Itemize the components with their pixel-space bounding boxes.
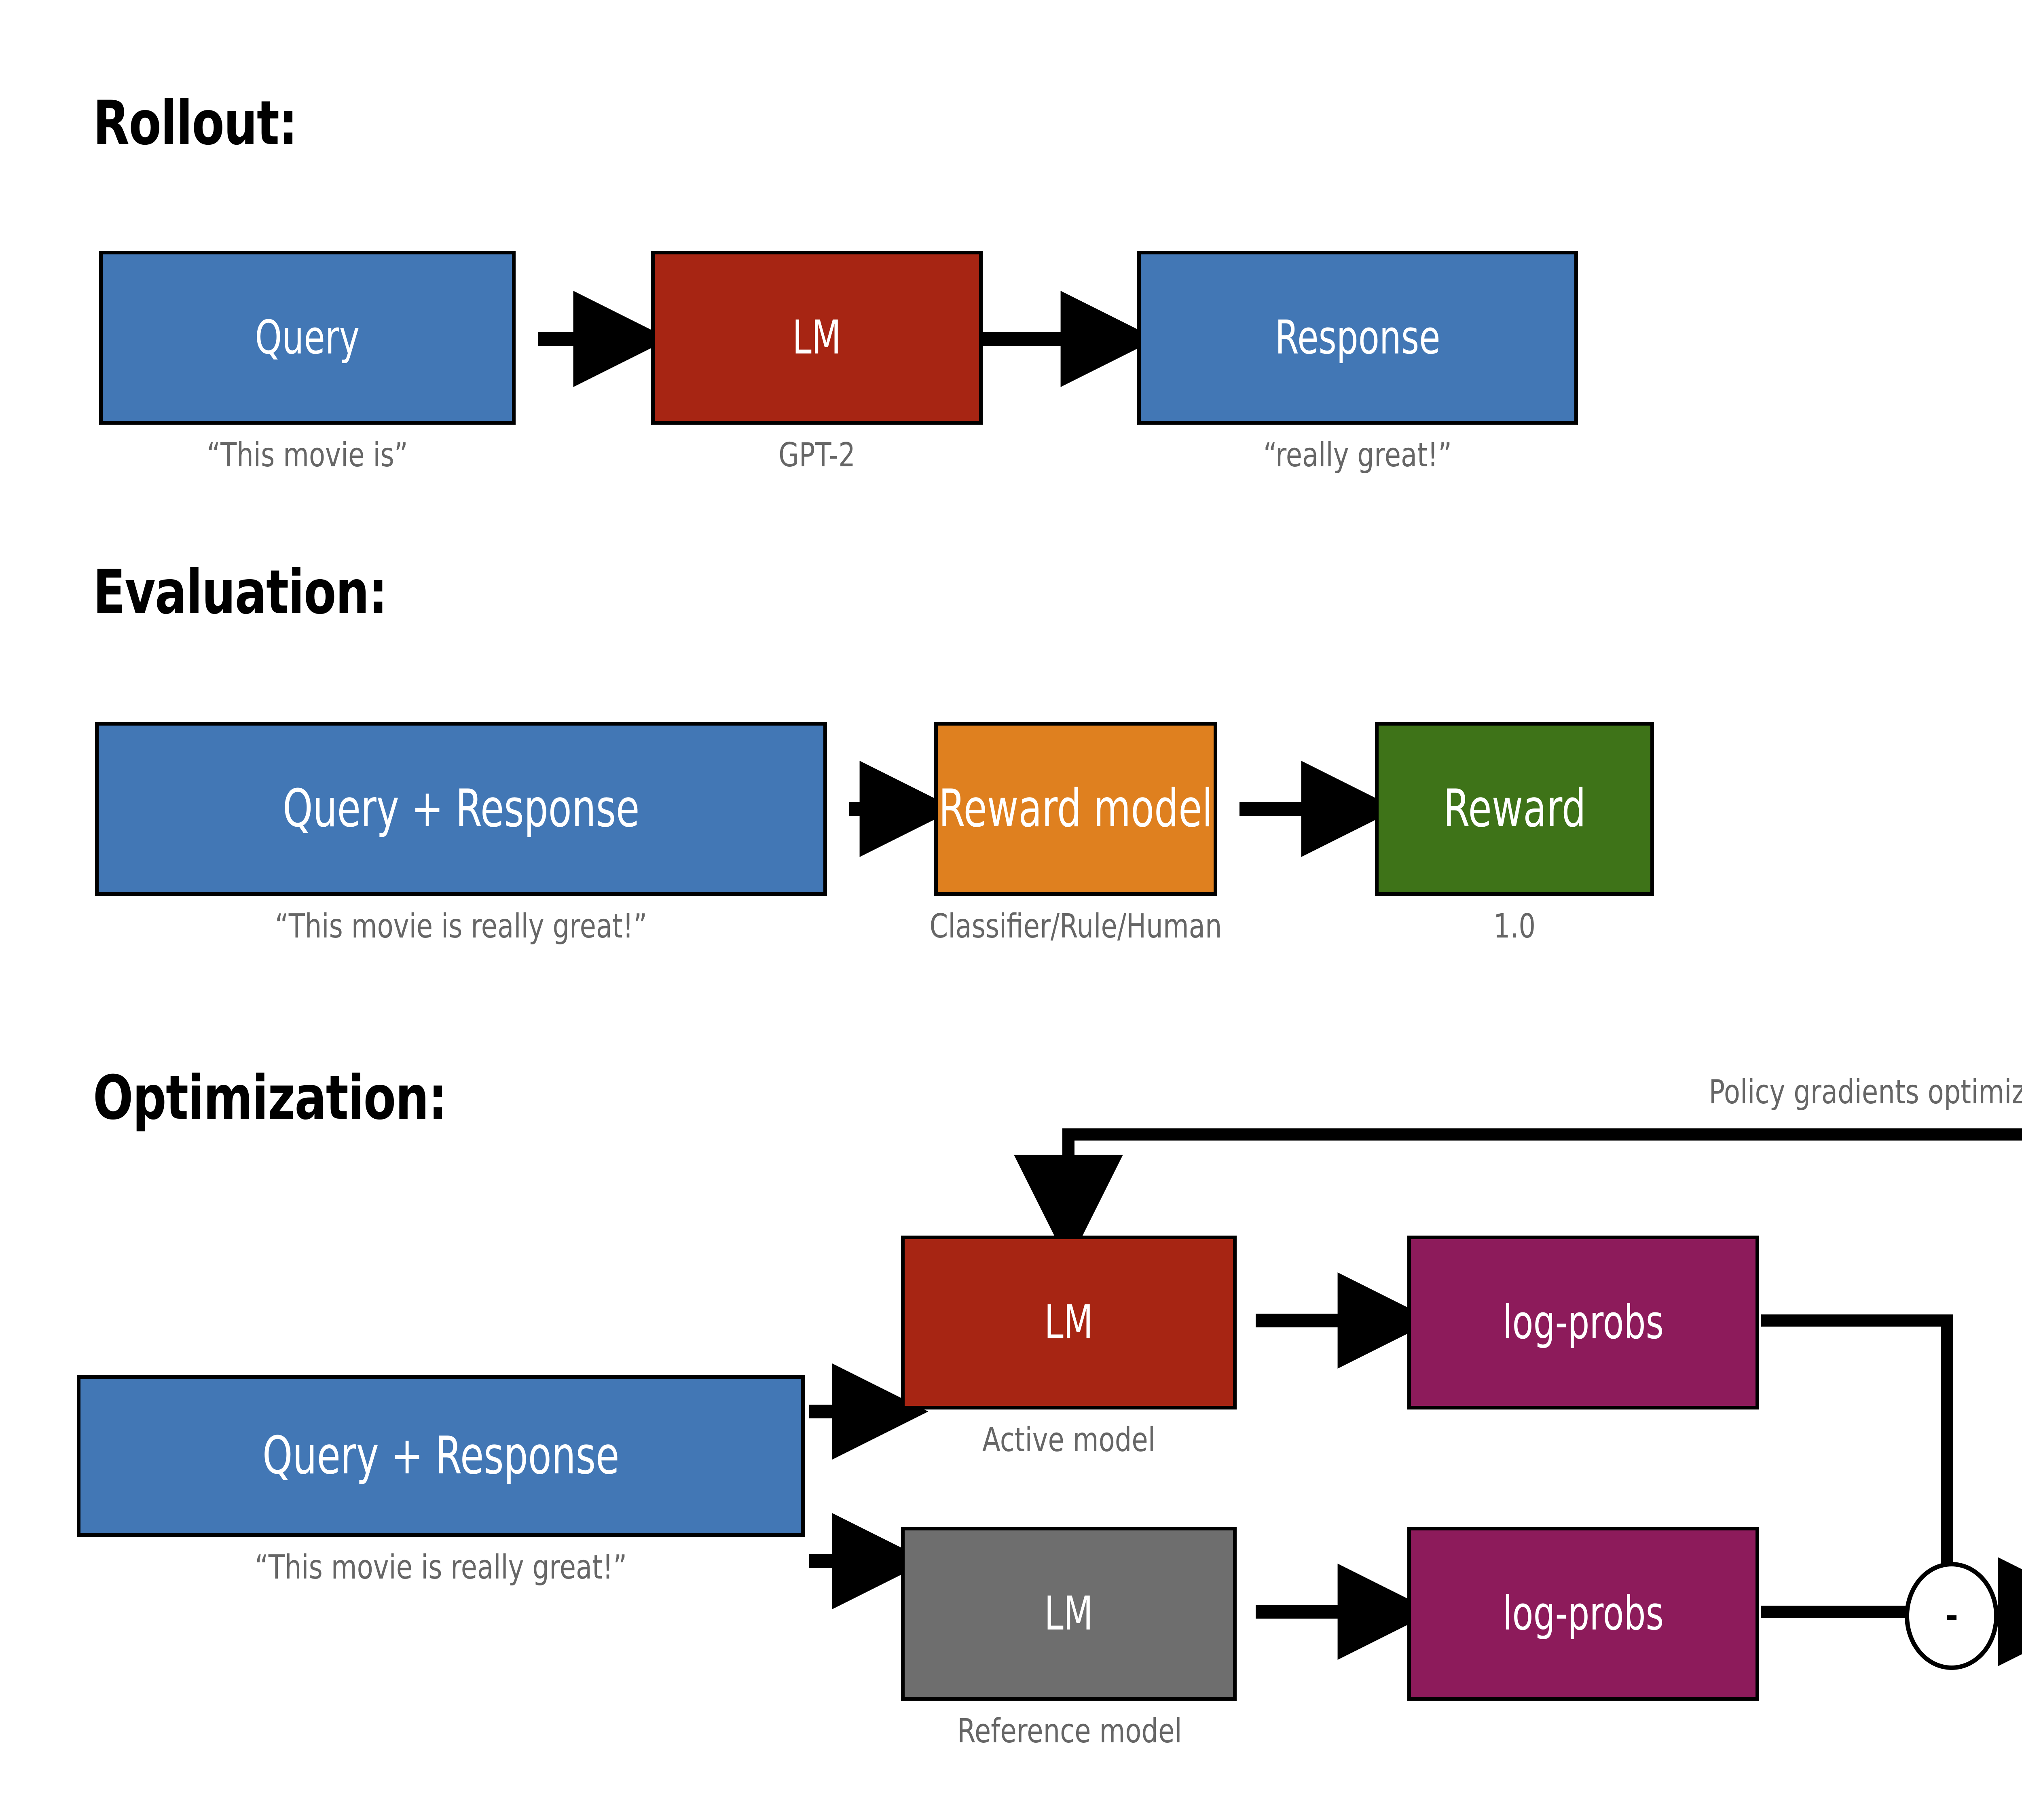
optimization-box-logprobs-active-label: log-probs (1502, 1295, 1664, 1350)
evaluation-caption-reward: 1.0 (1493, 907, 1536, 946)
evaluation-box-reward-model-label: Reward model (939, 779, 1213, 839)
optimization-box-active-model[interactable]: LM (901, 1236, 1237, 1409)
optimization-caption-query-response: “This movie is really great!” (254, 1548, 627, 1587)
section-title-optimization: Optimization: (93, 1063, 447, 1133)
rollout-caption-lm: GPT-2 (778, 436, 855, 474)
rollout-box-lm[interactable]: LM (651, 251, 983, 425)
optimization-box-logprobs-reference-label: log-probs (1502, 1586, 1664, 1641)
optimization-box-reference-model[interactable]: LM (901, 1527, 1237, 1701)
optimization-caption-reference-model: Reference model (957, 1712, 1182, 1750)
rollout-caption-response: “really great!” (1263, 436, 1452, 474)
optimization-box-logprobs-reference[interactable]: log-probs (1407, 1527, 1759, 1701)
evaluation-box-reward-label: Reward (1443, 779, 1586, 839)
rollout-box-lm-label: LM (792, 310, 842, 365)
optimization-box-query-response[interactable]: Query + Response (77, 1375, 805, 1537)
optimization-box-query-response-label: Query + Response (262, 1426, 620, 1486)
evaluation-box-query-response[interactable]: Query + Response (95, 722, 827, 896)
evaluation-box-reward[interactable]: Reward (1375, 722, 1654, 896)
evaluation-caption-reward-model: Classifier/Rule/Human (929, 907, 1222, 946)
optimization-wire-logprobs-top-to-subtract (1761, 1314, 1953, 1569)
rollout-box-query-label: Query (255, 310, 360, 365)
rollout-box-query[interactable]: Query (99, 251, 516, 425)
optimization-caption-active-model: Active model (982, 1421, 1156, 1459)
evaluation-box-query-response-label: Query + Response (282, 779, 640, 839)
section-title-evaluation: Evaluation: (93, 557, 387, 628)
rollout-box-response[interactable]: Response (1137, 251, 1578, 425)
optimization-box-active-model-label: LM (1044, 1295, 1093, 1350)
evaluation-box-reward-model[interactable]: Reward model (934, 722, 1217, 896)
rollout-caption-query: “This movie is” (207, 436, 408, 474)
optimization-box-logprobs-active[interactable]: log-probs (1407, 1236, 1759, 1409)
section-title-rollout: Rollout: (93, 88, 298, 159)
optimization-subtract-symbol: - (1945, 1598, 1959, 1634)
optimization-box-reference-model-label: LM (1044, 1586, 1093, 1641)
rollout-box-response-label: Response (1275, 310, 1440, 365)
evaluation-caption-query-response: “This movie is really great!” (275, 907, 647, 946)
optimization-subtract-operator: - (1905, 1562, 1999, 1670)
optimization-loop-label: Policy gradients optimize model (1709, 1073, 2022, 1111)
